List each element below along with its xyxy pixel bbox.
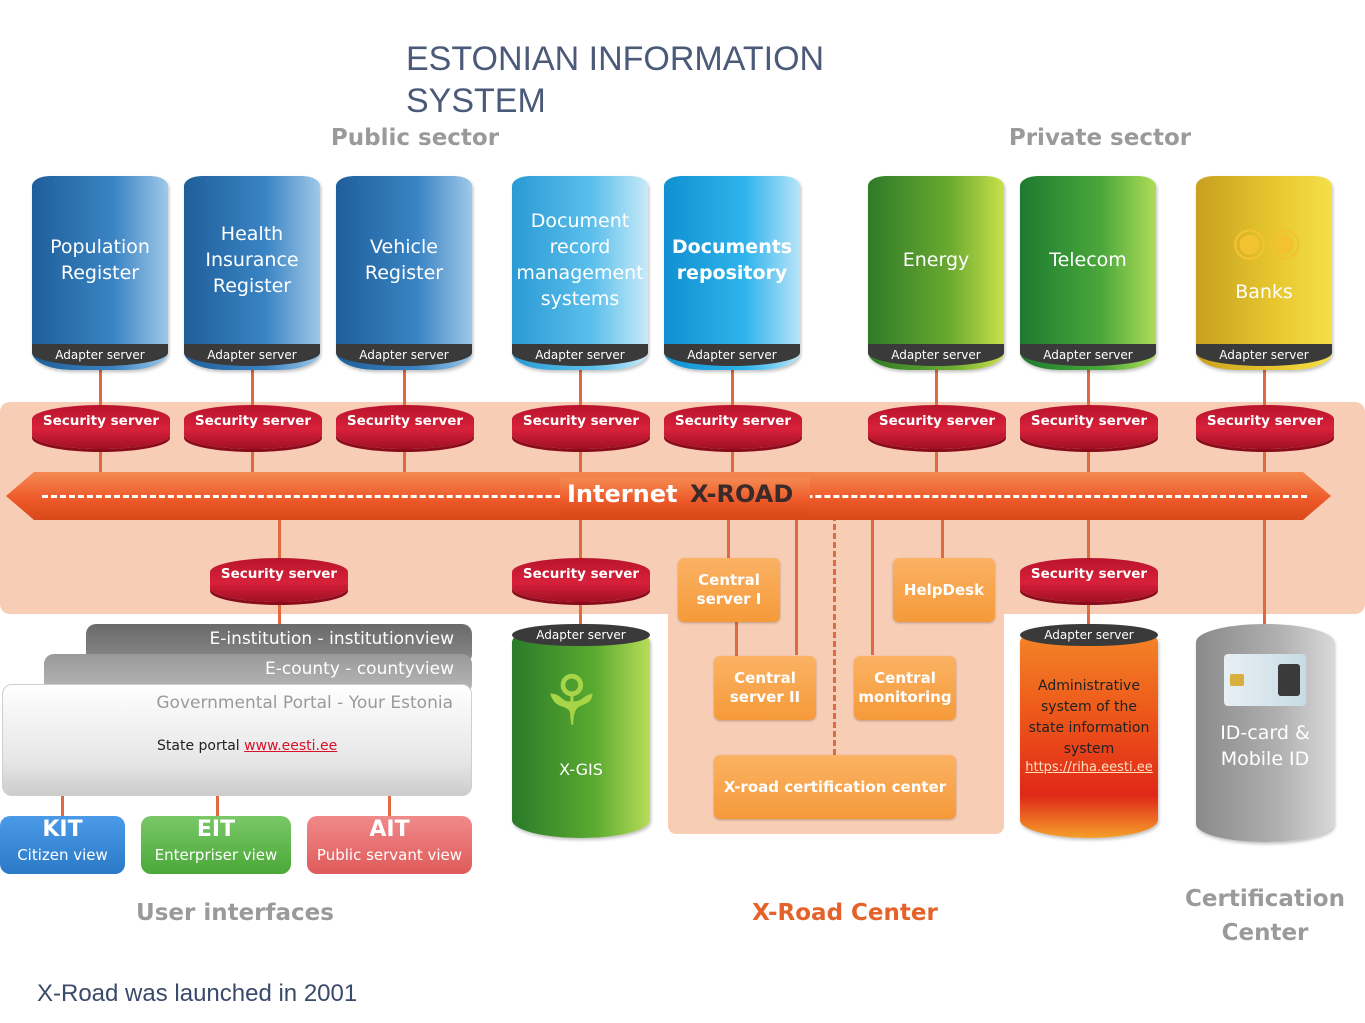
adapter-server: Adapter server: [184, 344, 320, 366]
adapter-server: Adapter server: [1020, 344, 1156, 366]
ui-label: Enterpriser view: [154, 846, 278, 864]
adapter-server: Adapter server: [512, 344, 648, 366]
ui-code: AIT: [369, 817, 410, 842]
register-label: Health Insurance Register: [205, 223, 299, 297]
connector: [216, 795, 219, 817]
ui-label: Citizen view: [17, 846, 108, 864]
riha-text: Administrative system of the state infor…: [1028, 678, 1150, 757]
kit-citizen-view: KIT Citizen view: [0, 816, 125, 874]
x-gis-db: Adapter server ⚘ X-GIS: [512, 624, 650, 838]
adapter-server: Adapter server: [1196, 344, 1332, 366]
security-server: Security server: [1020, 405, 1158, 449]
dashed-connector: [833, 515, 836, 755]
adapter-server: Adapter server: [32, 344, 168, 366]
population-register-db: Population Register Adapter server: [32, 176, 168, 370]
connector: [795, 515, 798, 655]
helpdesk: HelpDesk: [893, 558, 995, 622]
footnote: X-Road was launched in 2001: [37, 980, 358, 1007]
xroad-center-label: X-Road Center: [752, 900, 938, 926]
security-server: Security server: [32, 405, 170, 449]
ui-label: Public servant view: [316, 846, 463, 864]
connector: [727, 515, 730, 560]
adapter-server: Adapter server: [336, 344, 472, 366]
ui-code: KIT: [42, 817, 83, 842]
documents-repository-db: Documents repository Adapter server: [664, 176, 800, 370]
id-card-icon: [1224, 654, 1306, 706]
certification-center-label: Certification Center: [1185, 886, 1345, 946]
connector: [388, 795, 391, 817]
adapter-server: Adapter server: [1020, 624, 1158, 646]
adapter-server: Adapter server: [664, 344, 800, 366]
chip-icon: [1230, 674, 1244, 686]
register-label: Documents repository: [671, 236, 793, 284]
id-card-db: ID-card & Mobile ID: [1196, 624, 1334, 842]
security-server: Security server: [1196, 405, 1334, 449]
telecom-db: Telecom Adapter server: [1020, 176, 1156, 370]
vehicle-register-db: Vehicle Register Adapter server: [336, 176, 472, 370]
register-label: Telecom: [1049, 249, 1127, 271]
central-server-1: Central server I: [678, 558, 780, 622]
connector: [871, 515, 874, 655]
xroad-label: X-ROAD: [690, 480, 794, 508]
x-gis-label: X-GIS: [559, 760, 603, 779]
portal-label: E-institution - institutionview: [209, 629, 454, 649]
connector: [1263, 515, 1266, 630]
security-server: Security server: [1020, 558, 1158, 602]
ui-code: EIT: [196, 817, 236, 842]
connector: [61, 795, 64, 817]
security-server: Security server: [336, 405, 474, 449]
security-server: Security server: [210, 558, 348, 602]
riha-db: Adapter server Administrative system of …: [1020, 624, 1158, 838]
riha-link[interactable]: https://riha.eesti.ee: [1025, 760, 1153, 775]
register-label: Banks: [1235, 281, 1293, 303]
security-server: Security server: [868, 405, 1006, 449]
photo-icon: [1278, 664, 1300, 696]
security-server: Security server: [184, 405, 322, 449]
register-label: Energy: [902, 249, 970, 271]
central-server-2: Central server II: [714, 656, 816, 720]
governmental-portal: Governmental Portal - Your Estonia State…: [2, 684, 472, 796]
state-portal-text: State portal: [157, 738, 240, 754]
security-server: Security server: [512, 558, 650, 602]
adapter-server: Adapter server: [868, 344, 1004, 366]
security-server: Security server: [664, 405, 802, 449]
user-interfaces-label: User interfaces: [136, 900, 334, 926]
portal-label: E-county - countyview: [264, 659, 454, 679]
register-label: Population Register: [50, 236, 150, 284]
ait-public-servant-view: AIT Public servant view: [307, 816, 472, 874]
state-portal-line: State portal www.eesti.ee: [157, 735, 337, 757]
xroad-label-background: [560, 478, 810, 518]
eit-enterpriser-view: EIT Enterpriser view: [141, 816, 291, 874]
central-monitoring: Central monitoring: [854, 656, 956, 720]
connector: [941, 515, 944, 560]
health-insurance-register-db: Health Insurance Register Adapter server: [184, 176, 320, 370]
page-title: ESTONIAN INFORMATION SYSTEM: [406, 40, 825, 120]
energy-db: Energy Adapter server: [868, 176, 1004, 370]
connector: [735, 620, 738, 660]
portal-label: Governmental Portal - Your Estonia: [156, 693, 453, 713]
xroad-certification-center: X-road certification center: [714, 755, 956, 819]
register-label: Vehicle Register: [364, 236, 444, 284]
banks-db: ◉◉ Banks Adapter server: [1196, 176, 1332, 370]
state-portal-link[interactable]: www.eesti.ee: [244, 738, 338, 754]
id-card-label: ID-card & Mobile ID: [1220, 722, 1310, 770]
adapter-server: Adapter server: [512, 624, 650, 646]
globe-icon: ⚘: [540, 660, 603, 742]
document-record-systems-db: Document record management systems Adapt…: [512, 176, 648, 370]
private-sector-label: Private sector: [1008, 125, 1192, 151]
internet-label: Internet: [567, 480, 678, 508]
public-sector-label: Public sector: [330, 125, 500, 151]
register-label: Document record management systems: [516, 210, 644, 310]
security-server: Security server: [512, 405, 650, 449]
coins-icon: ◉◉: [1232, 219, 1302, 265]
